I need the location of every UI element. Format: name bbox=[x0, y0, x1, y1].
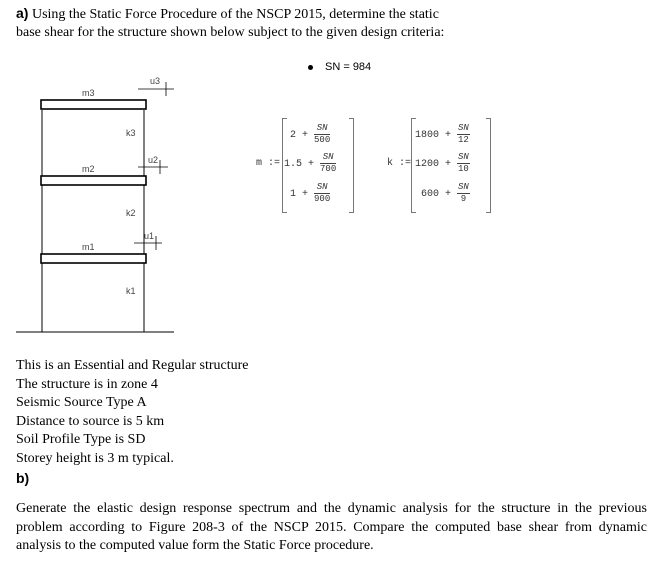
frame-diagram: m3 m2 m1 k3 k2 k1 u3 u2 u1 bbox=[16, 76, 174, 333]
mass-label-m1: m1 bbox=[82, 242, 95, 252]
sn-value: SN = 984 bbox=[325, 61, 372, 73]
criteria-item: Seismic Source Type A bbox=[16, 395, 147, 411]
stiffness-label-k3: k3 bbox=[126, 128, 136, 138]
criteria-item: Distance to source is 5 km bbox=[16, 413, 165, 429]
displacement-label-u3: u3 bbox=[150, 76, 160, 86]
mass-matrix-label: m := bbox=[256, 158, 281, 169]
criteria-item: Storey height is 3 m typical. bbox=[16, 450, 174, 466]
bullet-icon bbox=[308, 64, 313, 70]
displacement-label-u1: u1 bbox=[144, 231, 154, 241]
mass-label-m3: m3 bbox=[82, 88, 95, 98]
stiffness-label-k1: k1 bbox=[126, 286, 136, 296]
floor-slab-2 bbox=[40, 175, 147, 186]
stiffness-label-k2: k2 bbox=[126, 208, 136, 218]
criteria-item: Soil Profile Type is SD bbox=[16, 432, 146, 448]
question-b-text: Generate the elastic design response spe… bbox=[16, 501, 647, 554]
mass-label-m2: m2 bbox=[82, 164, 95, 174]
question-a-label: a) bbox=[16, 5, 29, 21]
stiffness-matrix-label: k := bbox=[387, 158, 412, 169]
floor-slab-3 bbox=[40, 99, 147, 110]
question-a: a) Using the Static Force Procedure of t… bbox=[16, 4, 456, 42]
question-b-label: b) bbox=[16, 469, 30, 486]
criteria-item: The structure is in zone 4 bbox=[16, 376, 158, 392]
design-criteria: This is an Essential and Regular structu… bbox=[16, 357, 249, 487]
floor-slab-1 bbox=[40, 253, 147, 264]
criteria-item: This is an Essential and Regular structu… bbox=[16, 358, 249, 373]
question-a-text: Using the Static Force Procedure of the … bbox=[16, 7, 445, 40]
sn-bullet-item: SN = 984 bbox=[308, 61, 371, 73]
displacement-label-u2: u2 bbox=[148, 155, 158, 165]
